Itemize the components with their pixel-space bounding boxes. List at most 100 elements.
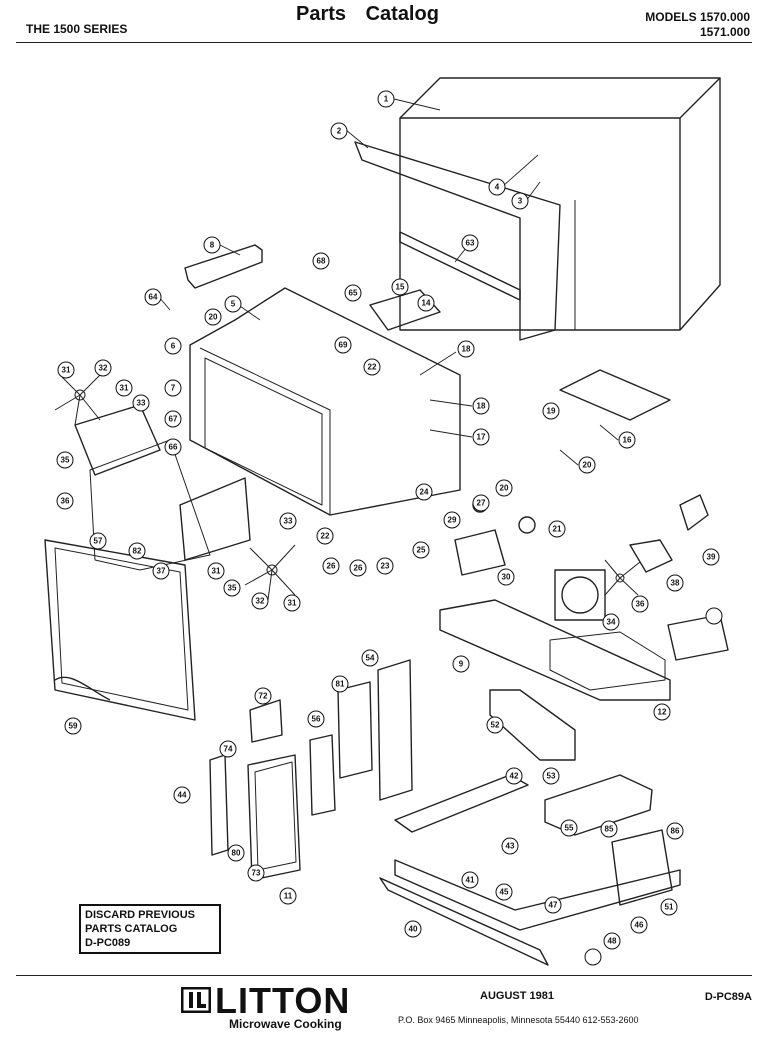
callout-22b: 20	[500, 484, 509, 493]
part-glass-panel	[179, 477, 251, 561]
callout-1: 1	[384, 95, 389, 104]
part-cabinet-edges	[400, 77, 721, 330]
callout-21: 21	[553, 525, 562, 534]
callout-70: 72	[259, 692, 268, 701]
part-fan-34b	[244, 544, 296, 601]
models-line-2: 1571.000	[699, 25, 750, 39]
litton-logo: LITTON Microwave Cooking	[181, 980, 371, 1034]
callout-29b: 26	[354, 564, 363, 573]
callout-54: 54	[366, 654, 375, 663]
callout-20: 20	[583, 461, 592, 470]
callout-16: 16	[623, 436, 632, 445]
callout-31: 29	[448, 516, 457, 525]
discard-notice: DISCARD PREVIOUS PARTS CATALOG D-PC089	[79, 904, 221, 954]
callout-25: 23	[381, 562, 390, 571]
callout-33d: 31	[288, 599, 297, 608]
callout-5: 5	[231, 300, 236, 309]
callout-8: 8	[210, 241, 215, 250]
part-control-panel-71	[247, 754, 301, 881]
part-deflector-52	[489, 689, 576, 761]
callout-66: 66	[169, 443, 178, 452]
callout-46: 44	[178, 791, 187, 800]
part-choke	[54, 676, 111, 701]
callout-81: 85	[605, 825, 614, 834]
part-oven-cavity	[189, 287, 461, 516]
callout-30: 27	[477, 499, 486, 508]
callout-38: 36	[61, 497, 70, 506]
callout-9: 9	[459, 660, 464, 669]
part-74	[337, 681, 373, 779]
callout-65: 65	[349, 289, 358, 298]
part-70	[249, 699, 283, 743]
callout-73: 80	[232, 849, 241, 858]
callout-55: 55	[565, 824, 574, 833]
part-rail-44	[394, 774, 529, 833]
footer-rule	[16, 975, 752, 976]
callout-7: 7	[171, 384, 176, 393]
callout-23: 22	[321, 532, 330, 541]
callout-53: 53	[547, 772, 556, 781]
callout-29: 26	[327, 562, 336, 571]
company-address: P.O. Box 9465 Minneapolis, Minnesota 554…	[398, 1015, 639, 1025]
callout-50: 48	[608, 937, 617, 946]
callout-group: 1 2 3 4 63 8 68 64 20 5 65 15 14 69 22 1…	[56, 90, 723, 966]
callout-11: 11	[284, 892, 293, 901]
callout-74: 81	[336, 680, 345, 689]
callout-36: 34	[607, 618, 616, 627]
callout-67: 67	[169, 415, 178, 424]
callout-14: 14	[422, 299, 431, 308]
callout-42: 40	[409, 925, 418, 934]
part-door-frame	[44, 539, 196, 721]
part-32	[454, 529, 506, 576]
part-56	[309, 734, 336, 816]
callout-72: 74	[224, 745, 233, 754]
callout-18: 18	[462, 345, 471, 354]
callout-24: 22	[368, 363, 377, 372]
callout-48: 46	[635, 921, 644, 930]
callout-15: 15	[396, 283, 405, 292]
callout-33b: 31	[120, 384, 129, 393]
part-base-43	[394, 859, 681, 931]
part-panel-16	[559, 369, 671, 421]
part-side-panel	[74, 404, 161, 476]
part-65	[667, 614, 729, 661]
callout-63: 63	[466, 239, 475, 248]
callout-41: 39	[707, 553, 716, 562]
callout-40: 38	[671, 579, 680, 588]
callout-35: 33	[137, 399, 146, 408]
callout-2: 2	[337, 127, 342, 136]
part-magnetron-plate	[369, 289, 441, 331]
callout-3: 3	[518, 197, 523, 206]
part-base-panel-9	[439, 599, 671, 701]
document-code: D-PC89A	[704, 991, 752, 1003]
part-trim-frame	[354, 141, 561, 341]
callout-27: 25	[417, 546, 426, 555]
page-title: Parts Catalog	[296, 3, 439, 25]
part-41	[679, 494, 709, 531]
discard-line-2: PARTS CATALOG	[85, 923, 178, 935]
callout-80: 82	[133, 547, 142, 556]
brand-name: LITTON	[215, 980, 351, 1021]
callout-37: 35	[61, 456, 70, 465]
callout-59: 59	[69, 722, 78, 731]
callout-56: 56	[312, 715, 321, 724]
part-bracket-strip	[399, 231, 521, 301]
callout-35b: 33	[284, 517, 293, 526]
models-line-1: MODELS 1570.000	[645, 10, 750, 24]
callout-51: 51	[665, 903, 674, 912]
part-46	[209, 754, 229, 856]
callout-52: 52	[491, 721, 500, 730]
discard-line-1: DISCARD PREVIOUS	[85, 909, 196, 921]
part-fan-34	[54, 374, 101, 426]
callout-34b: 32	[256, 597, 265, 606]
callout-34: 32	[99, 364, 108, 373]
callout-68: 68	[317, 257, 326, 266]
callout-18b: 18	[477, 402, 486, 411]
callout-44: 42	[510, 772, 519, 781]
publication-date: AUGUST 1981	[480, 990, 554, 1002]
callout-71: 73	[252, 869, 261, 878]
callout-45: 43	[506, 842, 515, 851]
callout-4: 4	[495, 183, 500, 192]
callout-33c: 31	[212, 567, 221, 576]
